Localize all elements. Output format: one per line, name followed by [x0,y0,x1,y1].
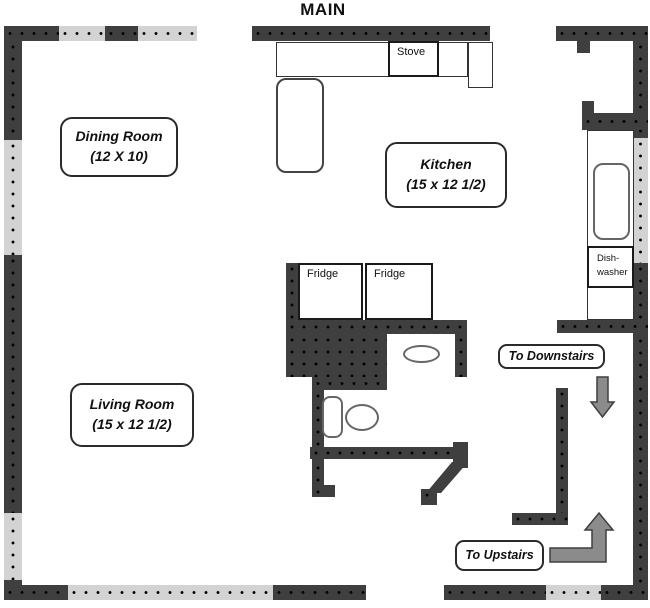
wall-bathroom-left-foot [324,485,335,497]
kitchen-sink [593,163,630,240]
wall-bottom-2 [273,585,366,600]
dishwasher-label-line1: Dish- [597,253,620,264]
bathroom-shower [322,396,343,438]
to-downstairs-text: To Downstairs [508,348,595,363]
dining-room-name: Dining Room [75,128,163,145]
wall-top-1 [4,26,59,41]
wall-stairwell-bottom [512,513,568,525]
powder-room-sink [403,345,440,363]
wall-bathroom-bottom [310,447,453,459]
dishwasher-label-line2: washer [597,267,628,279]
window-bottom-1 [68,585,273,600]
downstairs-arrow-icon [589,376,616,419]
wall-bottom-4 [601,585,648,600]
dining-room-dims: (12 X 10) [90,148,148,164]
dishwasher: Dish- washer [587,246,634,288]
window-left-1 [4,140,22,255]
window-top-2 [138,26,197,41]
stove-label: Stove [397,46,426,58]
kitchen-counter-top-end [468,42,493,88]
window-top-1 [59,26,105,41]
wall-top-middle [252,26,490,41]
wall-left-2 [4,255,22,513]
angled-door-wall [426,462,468,493]
wall-top-2 [105,26,138,41]
to-downstairs-label: To Downstairs [498,344,605,369]
wall-bottom-1 [4,585,68,600]
window-right [633,138,648,263]
kitchen-island-counter [276,78,324,173]
wall-bathroom-top [312,377,387,390]
to-upstairs-label: To Upstairs [455,540,544,571]
wall-bathroom-door-post [453,442,468,468]
wall-pantry-tab [582,101,594,113]
kitchen-dims: (15 x 12 1/2) [406,176,486,192]
fridge-left-label: Fridge [307,268,339,280]
floor-title: MAIN [300,0,346,19]
fridge-left: Fridge [298,263,363,320]
fridge-right-label: Fridge [374,268,406,280]
living-room-dims: (15 x 12 1/2) [92,416,172,432]
wall-top-right-tab [577,41,590,53]
living-room-name: Living Room [89,396,175,413]
kitchen-label: Kitchen (15 x 12 1/2) [385,142,507,208]
wall-right-2 [633,263,648,585]
wall-below-fridges [286,320,467,334]
wall-bottom-3 [444,585,546,600]
upstairs-arrow-icon [549,511,615,563]
bathroom-toilet [345,404,379,431]
kitchen-name: Kitchen [420,156,472,173]
window-bottom-2 [546,585,601,600]
wall-fridge-left [286,263,298,320]
wall-left-1 [4,41,22,140]
stove: Stove [388,41,439,77]
wall-pantry [582,113,648,130]
to-upstairs-text: To Upstairs [465,547,534,562]
window-left-2 [4,513,22,580]
utility-block [286,334,387,377]
fridge-right: Fridge [365,263,433,320]
wall-bathroom-left [312,390,324,497]
dining-room-label: Dining Room (12 X 10) [60,117,178,177]
wall-right-mid [557,320,648,333]
wall-stairwell-vertical [556,388,568,525]
wall-top-right [556,26,648,41]
living-room-label: Living Room (15 x 12 1/2) [70,383,194,447]
wall-powder-room-right [455,334,467,377]
